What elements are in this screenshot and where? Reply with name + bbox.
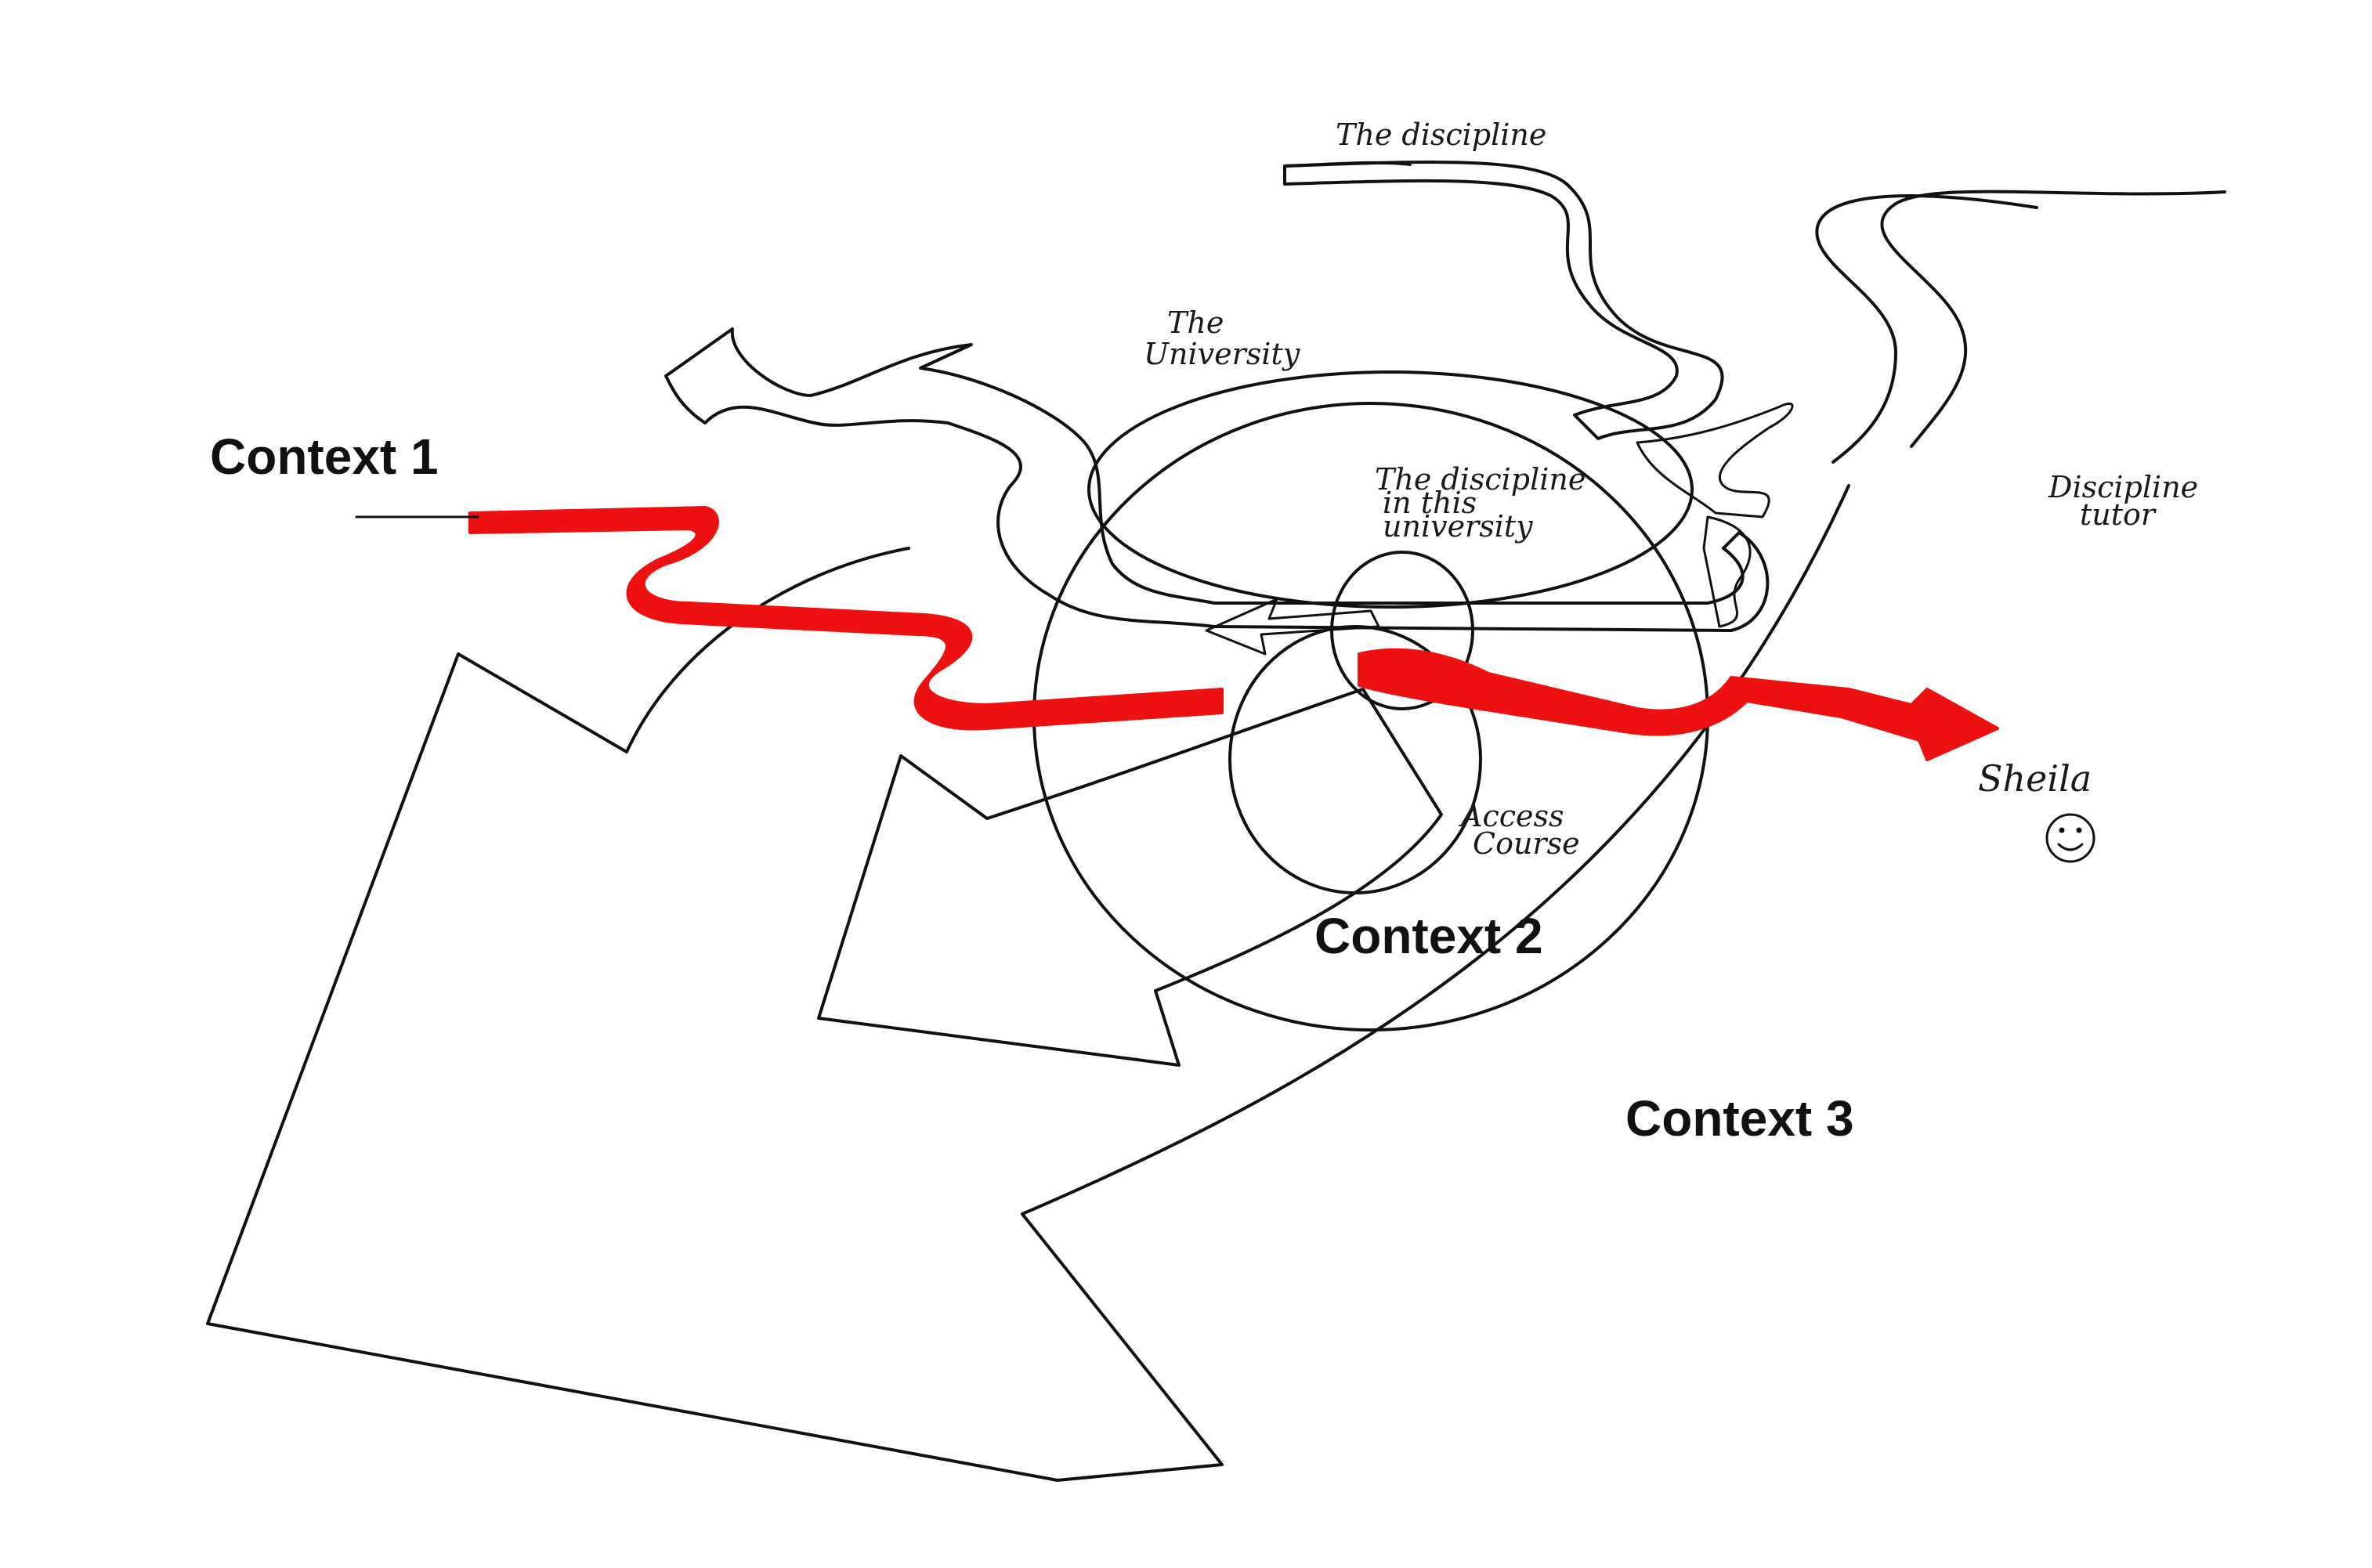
discipline-second-stream (1636, 402, 1794, 518)
context-2-hatched-arrow (817, 688, 1443, 1067)
context-1-label: Context 1 (210, 428, 439, 485)
the-university-label-line2: University (1144, 337, 1300, 371)
discipline-tutor-inner-stream (1815, 194, 2038, 464)
access-course-label-line1: Access (1459, 799, 1564, 833)
sheila-journey-red-arrow (1358, 648, 1999, 761)
university-stream (664, 327, 1770, 632)
sheila-label: Sheila (1978, 757, 2092, 800)
context-2-label: Context 2 (1314, 908, 1543, 964)
smiley-face-icon (2045, 813, 2095, 863)
context-3-label: Context 3 (1625, 1090, 1854, 1147)
discipline-in-university-label-line3: university (1383, 509, 1533, 544)
the-university-label-line1: The (1167, 305, 1224, 340)
access-course-label-line2: Course (1473, 826, 1580, 861)
discipline-top-line (1283, 161, 1412, 168)
discipline-tutor-outer-stream (1880, 190, 2226, 448)
sheila-journey-red-path (468, 506, 1224, 731)
discipline-tutor-label-line1: Discipline (2048, 470, 2198, 504)
the-discipline-label: The discipline (1336, 117, 1546, 152)
hatched-wedge-right (1702, 515, 1752, 628)
left-pointing-white-arrow (1205, 598, 1380, 656)
context-3-big-arrow (206, 484, 1850, 1482)
discipline-in-university-disc (1087, 370, 1694, 609)
discipline-in-university-label-line1: The discipline (1375, 462, 1586, 497)
discipline-tutor-label-line2: tutor (2080, 497, 2157, 532)
discipline-stream (1283, 160, 1724, 440)
discipline-in-university-label-line2: in this (1383, 486, 1477, 520)
